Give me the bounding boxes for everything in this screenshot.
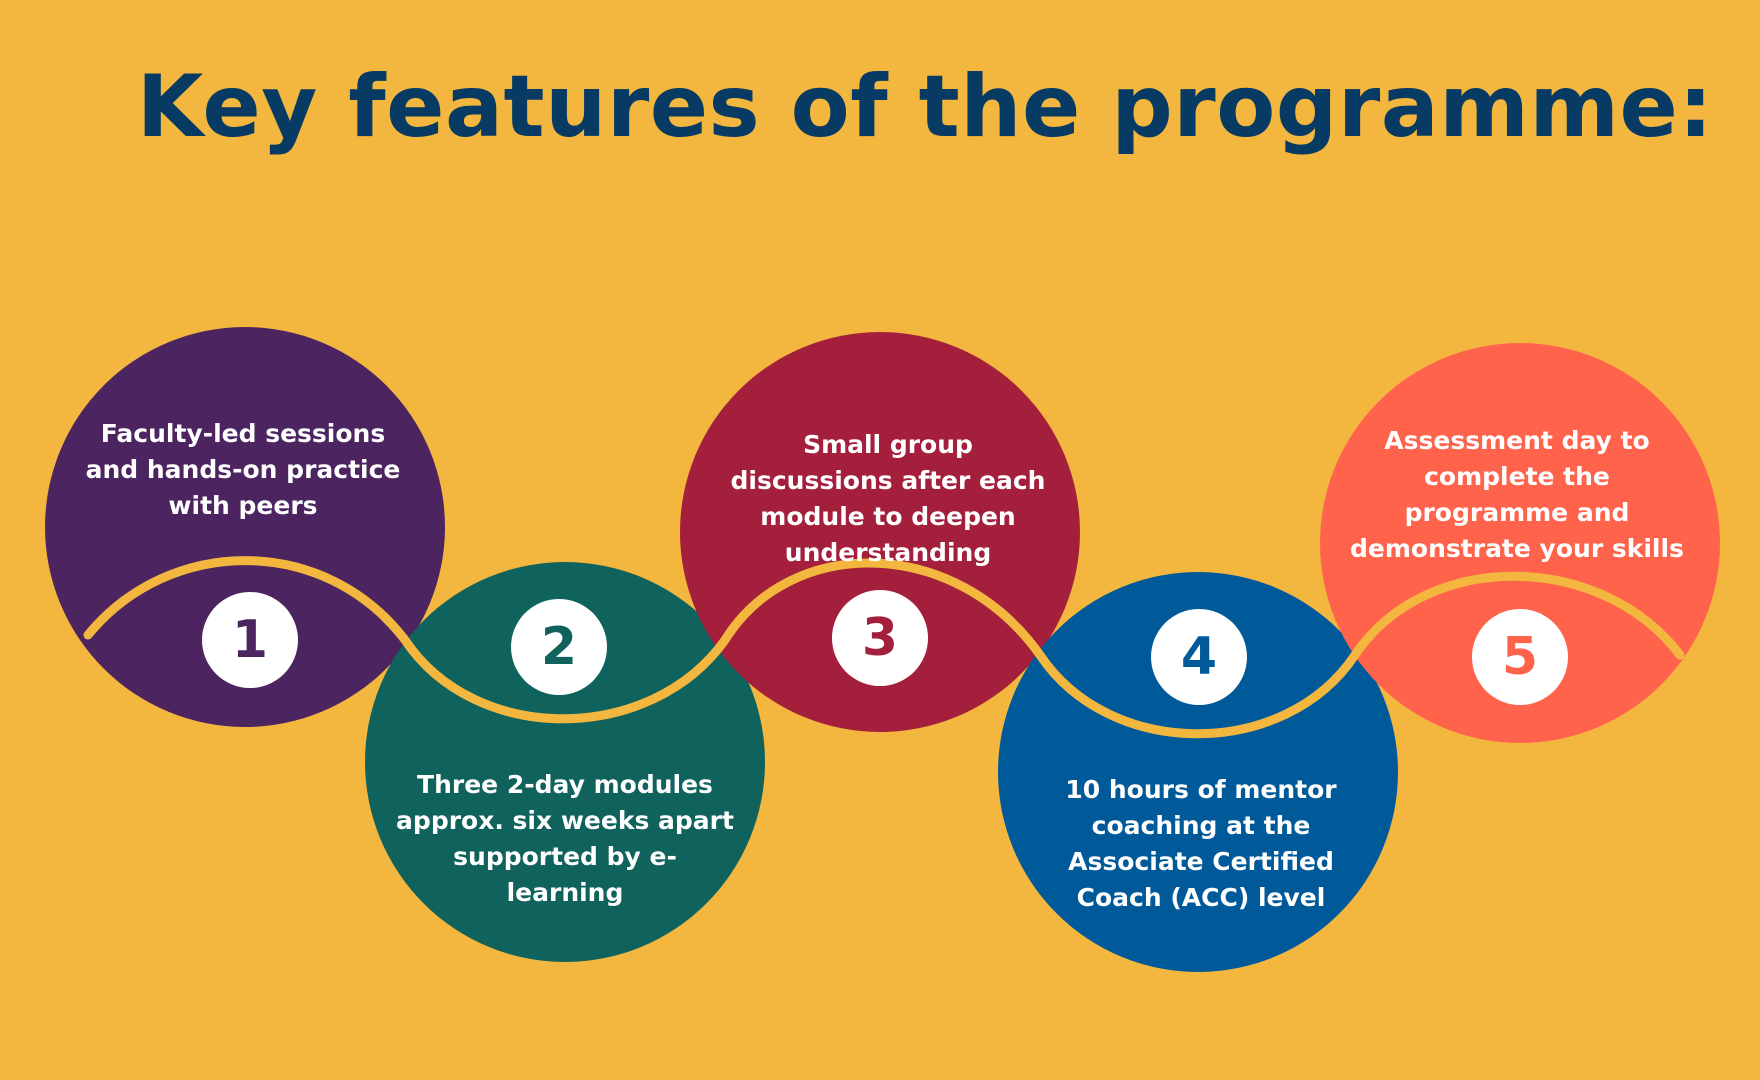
step-4-badge-circle [1151, 609, 1247, 705]
step-5-circle [1320, 343, 1720, 743]
step-3-badge-circle [832, 590, 928, 686]
step-1-number: 1 [232, 610, 268, 670]
step-5-badge-circle [1472, 609, 1568, 705]
step-5-description: Assessment day to complete the programme… [1350, 426, 1684, 563]
step-2-number: 2 [541, 617, 577, 677]
step-3-circle [680, 332, 1080, 732]
step-4-number-badge: 4 [1151, 609, 1247, 705]
step-2-badge-circle [511, 599, 607, 695]
step-4-circle [998, 572, 1398, 972]
page-title: Key features of the programme: [136, 57, 1714, 157]
step-1-badge-circle [202, 592, 298, 688]
step-1-circle [45, 327, 445, 727]
step-3-number: 3 [862, 608, 898, 668]
step-3-description: Small group discussions after each modul… [730, 430, 1046, 567]
step-4-description: 10 hours of mentor coaching at the Assoc… [1065, 775, 1337, 912]
step-4-number: 4 [1181, 627, 1217, 687]
step-5-number: 5 [1502, 627, 1538, 687]
step-2-description: Three 2-day modules approx. six weeks ap… [396, 770, 734, 907]
step-2-circle [365, 562, 765, 962]
step-5-number-badge: 5 [1472, 609, 1568, 705]
connecting-wave-line [83, 556, 1685, 739]
step-3-number-badge: 3 [832, 590, 928, 686]
step-2-number-badge: 2 [511, 599, 607, 695]
step-1-number-badge: 1 [202, 592, 298, 688]
step-1-description: Faculty-led sessions and hands-on practi… [85, 419, 401, 520]
